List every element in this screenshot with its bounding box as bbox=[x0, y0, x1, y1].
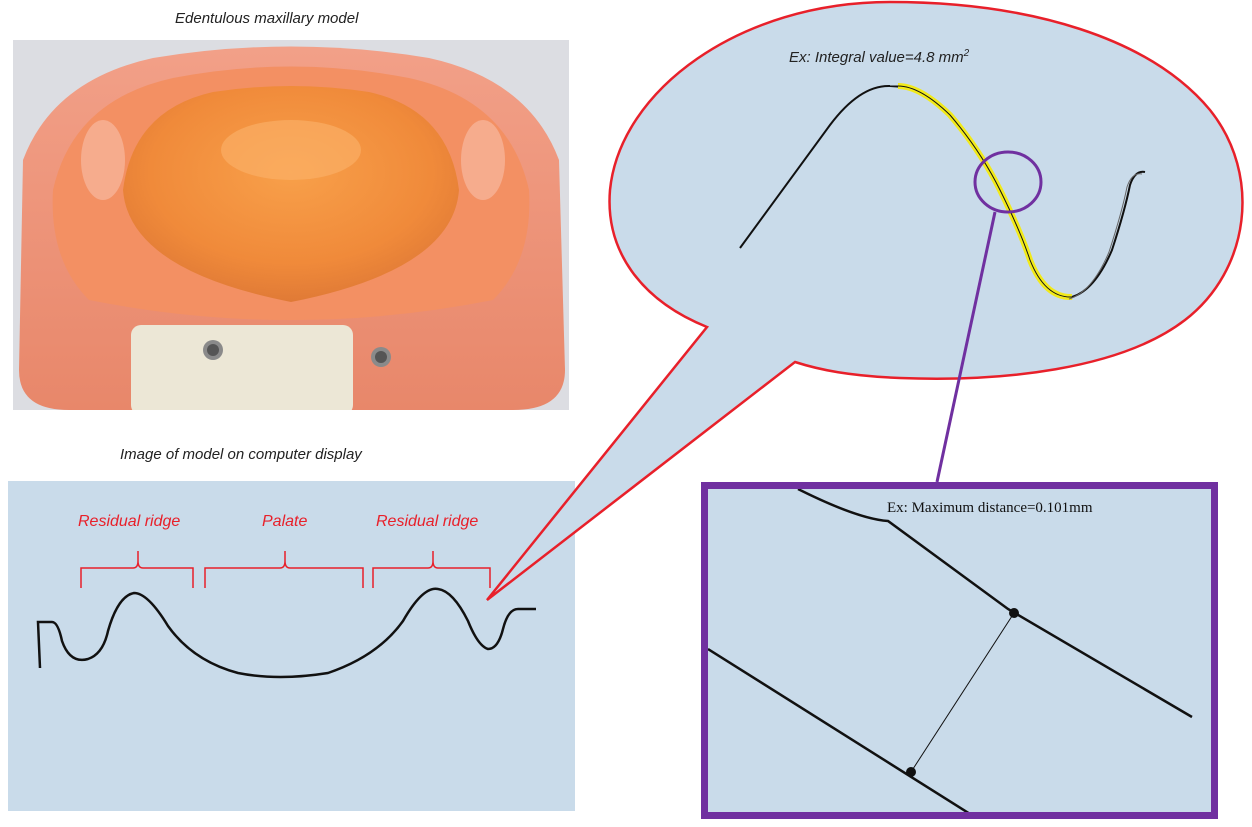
max-distance-zoom-box bbox=[701, 482, 1218, 819]
distance-point-bottom bbox=[906, 767, 916, 777]
outer-surface-line bbox=[798, 489, 1192, 717]
distance-point-top bbox=[1009, 608, 1019, 618]
integral-value-label: Ex: Integral value=4.8 mm2 bbox=[789, 48, 969, 66]
max-distance-label: Ex: Maximum distance=0.101mm bbox=[887, 500, 1093, 517]
distance-line bbox=[911, 613, 1014, 772]
